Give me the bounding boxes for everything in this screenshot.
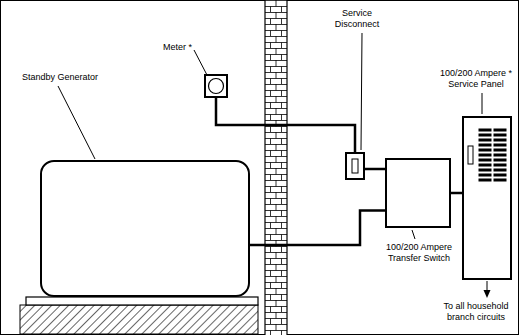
generator-housing: Standby Generator — [40, 160, 250, 297]
label-holder: Meter * — [138, 42, 192, 53]
panel-interior — [468, 128, 508, 183]
label-holder: Standby Generator — [22, 72, 132, 83]
ground-pad — [20, 297, 258, 334]
power-wire — [365, 168, 385, 171]
part-label: 100/200 Ampere Transfer Switch — [376, 242, 462, 264]
label-holder: Service Disconnect — [322, 8, 392, 30]
meter-box: Meter * — [204, 74, 228, 98]
disconnect-box: Service Disconnect — [345, 152, 365, 180]
meter-dial — [209, 79, 224, 94]
branch-arrow — [484, 281, 491, 298]
part-label: Service Disconnect — [322, 8, 392, 30]
disconnect-handle — [352, 159, 358, 173]
note-label: To all household branch circuits — [436, 301, 516, 323]
label-holder: 100/200 Ampere * Service Panel — [438, 68, 514, 90]
label-holder: 100/200 Ampere Transfer Switch — [376, 242, 462, 264]
part-label: Meter * — [138, 42, 192, 53]
part-label: Standby Generator — [22, 72, 132, 83]
leader-lines — [58, 33, 482, 239]
brick-wall — [265, 0, 287, 335]
label-holder: To all household branch circuits — [436, 301, 516, 323]
power-wire — [250, 211, 385, 245]
service-panel-box: 100/200 Ampere * Service Panel — [462, 116, 512, 280]
power-wire — [216, 98, 355, 152]
transfer-switch-box: 100/200 Ampere Transfer Switch — [385, 158, 451, 228]
power-wire — [451, 192, 462, 195]
part-label: 100/200 Ampere * Service Panel — [438, 68, 514, 90]
